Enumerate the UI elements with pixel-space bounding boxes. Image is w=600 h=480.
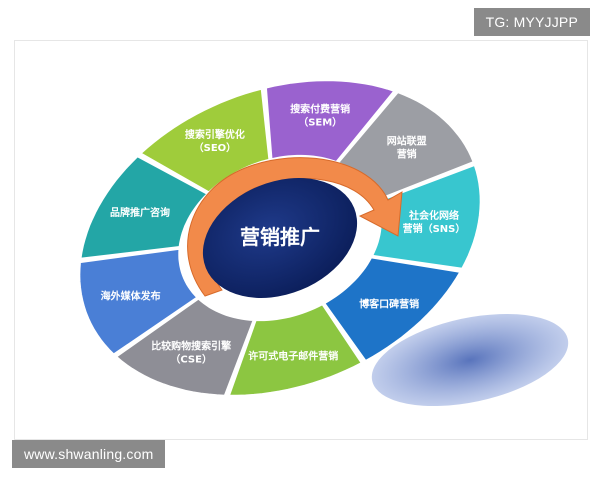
segment-label-line: 海外媒体发布 (101, 289, 161, 302)
segment-label-group: 搜索引擎优化（SEO） 搜索付费营销（SEM） 网站联盟营销社会化网络营销（SNS）… (101, 103, 466, 366)
segment-cse (114, 297, 256, 397)
segment-label-email: 许可式电子邮件营销 (248, 349, 338, 362)
segment-label-cse: 比较购物搜索引擎（CSE） (151, 339, 231, 365)
segment-label-seo: 搜索引擎优化（SEO） (185, 128, 245, 154)
segment-label-alliance: 网站联盟营销 (387, 134, 427, 160)
segment-label-line: （SEO） (194, 141, 237, 154)
segment-label-line: 网站联盟 (387, 134, 427, 147)
watermark-top: TG: MYYJJPP (473, 8, 590, 36)
segment-label-brand: 品牌推广咨询 (110, 206, 170, 219)
segment-label-sem: 搜索付费营销（SEM） (290, 103, 350, 129)
hub-disc (202, 178, 358, 298)
segment-label-line: 营销 (397, 147, 417, 160)
segment-label-line: （CSE） (170, 352, 212, 365)
segment-media (78, 247, 199, 356)
segment-label-line: 博客口碑营销 (359, 298, 419, 311)
segment-label-media: 海外媒体发布 (101, 289, 161, 302)
segment-label-line: 品牌推广咨询 (110, 206, 170, 219)
segment-label-wom: 博客口碑营销 (359, 298, 419, 311)
segment-label-line: 许可式电子邮件营销 (248, 349, 338, 362)
segment-label-line: （SEM） (298, 116, 342, 129)
watermark-bottom: www.shwanling.com (12, 440, 166, 468)
segment-label-line: 营销（SNS） (403, 222, 466, 235)
segment-label-line: 比较购物搜索引擎 (151, 339, 231, 352)
segment-label-line: 社会化网络 (408, 209, 459, 222)
center-label: 营销推广 (240, 225, 320, 249)
segment-label-line: 搜索引擎优化 (185, 128, 245, 141)
segment-label-sns: 社会化网络营销（SNS） (403, 209, 466, 235)
segment-wom (322, 256, 463, 363)
drop-shadow (371, 313, 569, 407)
segment-label-line: 搜索付费营销 (290, 103, 350, 116)
segment-email (227, 302, 364, 397)
